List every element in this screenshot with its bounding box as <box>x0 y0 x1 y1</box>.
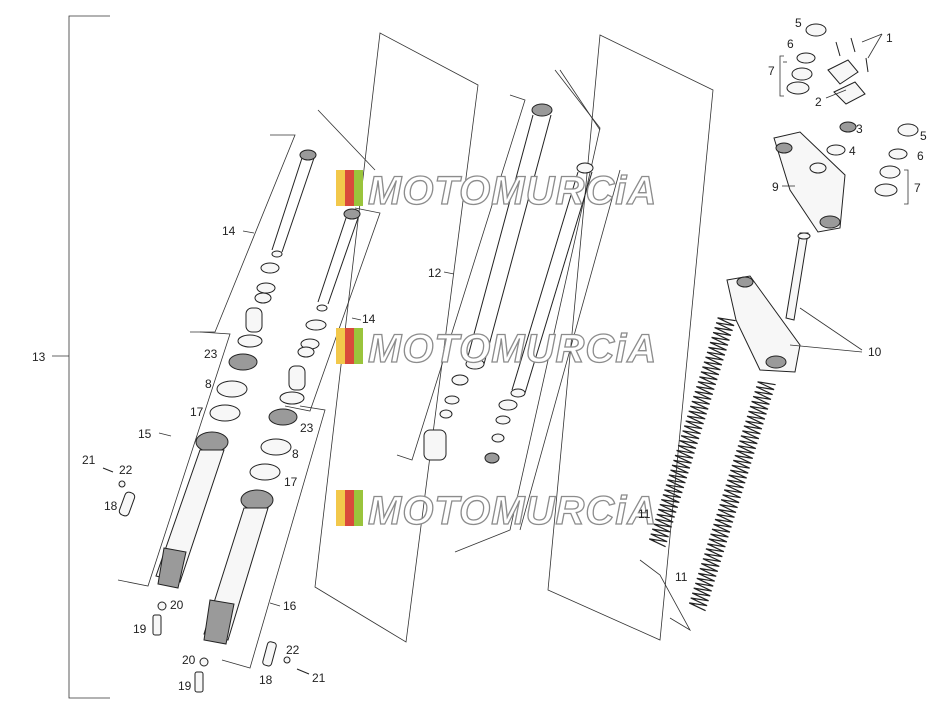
label-22: 22 <box>119 463 133 477</box>
left-lower-leg <box>155 431 229 589</box>
label-22: 22 <box>286 643 300 657</box>
label-11: 11 <box>675 570 688 584</box>
steering-stem <box>726 232 811 373</box>
svg-text:MOTOMURCiA: MOTOMURCiA <box>368 489 657 533</box>
label-4: 4 <box>849 144 856 158</box>
hardware-left <box>102 467 167 636</box>
label-17: 17 <box>284 475 298 489</box>
label-7: 7 <box>914 181 921 195</box>
hardware-right <box>194 641 310 693</box>
upper-triple-clamp <box>773 131 846 233</box>
label-6: 6 <box>787 37 794 51</box>
right-lower-leg <box>203 489 274 645</box>
left-inner-tube <box>209 149 317 422</box>
label-1: 1 <box>886 31 893 45</box>
label-12: 12 <box>428 266 442 280</box>
label-19: 19 <box>178 679 192 693</box>
svg-text:MOTOMURCiA: MOTOMURCiA <box>368 169 657 213</box>
label-19: 19 <box>133 622 147 636</box>
label-14: 14 <box>222 224 236 238</box>
label-2: 2 <box>815 95 822 109</box>
right-inner-tube <box>249 208 361 481</box>
spring-1 <box>648 317 736 548</box>
watermark: MOTOMURCiA <box>336 488 657 534</box>
group-outlines <box>117 32 714 669</box>
label-10: 10 <box>868 345 882 359</box>
label-20: 20 <box>182 653 196 667</box>
label-9: 9 <box>772 180 779 194</box>
label-16: 16 <box>283 599 297 613</box>
label-7: 7 <box>768 64 775 78</box>
label-18: 18 <box>104 499 118 513</box>
watermark: MOTOMURCiA <box>336 168 657 214</box>
label-21: 21 <box>312 671 326 685</box>
label-14: 14 <box>362 312 376 326</box>
label-8: 8 <box>292 447 299 461</box>
svg-text:MOTOMURCiA: MOTOMURCiA <box>368 327 657 371</box>
spring-2 <box>688 381 776 612</box>
bracket-13 <box>52 15 110 699</box>
label-8: 8 <box>205 377 212 391</box>
label-15: 15 <box>138 427 152 441</box>
callout-labels: 1 2 3 4 5 5 6 6 7 7 8 8 9 10 11 11 12 13… <box>32 16 927 693</box>
label-17: 17 <box>190 405 204 419</box>
center-tubes <box>423 103 594 464</box>
leader-lines <box>158 33 909 607</box>
label-5: 5 <box>920 129 927 143</box>
label-23: 23 <box>204 347 218 361</box>
watermark: MOTOMURCiA <box>336 326 657 372</box>
label-6: 6 <box>917 149 924 163</box>
label-18: 18 <box>259 673 273 687</box>
label-20: 20 <box>170 598 184 612</box>
label-11: 11 <box>638 507 651 521</box>
label-5: 5 <box>795 16 802 30</box>
label-3: 3 <box>856 122 863 136</box>
label-23: 23 <box>300 421 314 435</box>
handlebar-clamps <box>786 23 919 197</box>
label-21: 21 <box>82 453 96 467</box>
label-13: 13 <box>32 350 46 364</box>
